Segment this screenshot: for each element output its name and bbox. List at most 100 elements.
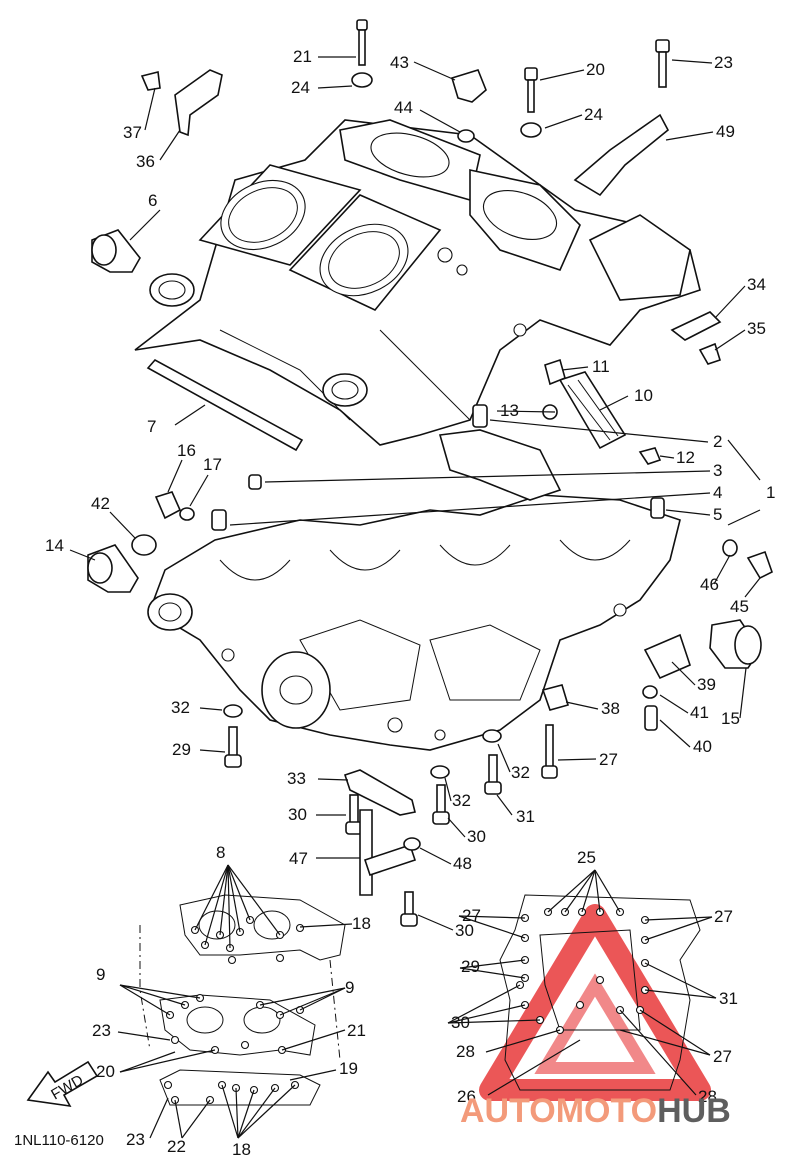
lower-crankcase <box>147 429 681 751</box>
bolt-hole <box>295 923 305 933</box>
callout-l5: 5 <box>713 505 722 524</box>
leader-line <box>235 1087 239 1139</box>
leader-line <box>237 1089 255 1139</box>
leader-line <box>564 869 596 913</box>
leader-line <box>594 869 621 913</box>
upper-crankcase <box>134 119 701 446</box>
leader-line <box>174 404 206 426</box>
leader-line <box>119 984 171 1016</box>
leader-line <box>447 984 521 1024</box>
callout-l12: 12 <box>676 448 695 467</box>
callout-l16: 16 <box>177 441 196 460</box>
callout-l30a: 30 <box>288 805 307 824</box>
leader-lines <box>69 56 761 1139</box>
leader-line <box>119 1051 176 1073</box>
callout-l4: 4 <box>713 483 722 502</box>
callout-l7: 7 <box>147 417 156 436</box>
callout-l27a: 27 <box>599 750 618 769</box>
leader-line <box>419 847 452 865</box>
callout-l32b: 32 <box>511 763 530 782</box>
callout-l46: 46 <box>700 575 719 594</box>
leader-line <box>227 864 241 933</box>
leader-line <box>599 395 629 411</box>
callout-l21a: 21 <box>293 47 312 66</box>
callout-l21b: 21 <box>347 1021 366 1040</box>
leader-line <box>219 864 229 936</box>
callout-l47: 47 <box>289 849 308 868</box>
callout-l29a: 29 <box>172 740 191 759</box>
callout-l23a: 23 <box>714 53 733 72</box>
callout-l35: 35 <box>747 319 766 338</box>
callout-l33: 33 <box>287 769 306 788</box>
callout-l23c: 23 <box>126 1130 145 1149</box>
callout-l27c: 27 <box>714 907 733 926</box>
callout-l24b: 24 <box>584 105 603 124</box>
leader-line <box>539 69 585 81</box>
leader-line <box>561 366 589 371</box>
leader-line <box>496 794 513 816</box>
bolt-hole <box>595 975 605 985</box>
leader-line <box>413 61 456 81</box>
leader-line <box>485 1029 561 1053</box>
callout-l27d: 27 <box>713 1047 732 1066</box>
leader-line <box>317 778 349 781</box>
leader-line <box>644 916 713 941</box>
callout-l20a: 20 <box>586 60 605 79</box>
leader-line <box>237 1084 296 1139</box>
leader-line <box>459 967 526 979</box>
leader-line <box>644 916 713 921</box>
leader-line <box>489 419 709 443</box>
leader-line <box>174 1099 183 1139</box>
leader-line <box>149 1097 169 1139</box>
leader-line <box>713 554 731 585</box>
watermark-auto: AUTO <box>460 1092 556 1130</box>
leader-line <box>497 743 511 773</box>
leader-line <box>264 470 711 483</box>
callout-l31a: 31 <box>516 807 535 826</box>
callout-l27b: 27 <box>462 906 481 925</box>
leader-line <box>594 869 601 913</box>
leader-line <box>189 474 209 507</box>
leader-line <box>237 1087 276 1139</box>
leader-line <box>227 864 281 936</box>
leader-line <box>159 129 181 161</box>
leader-line <box>547 869 596 913</box>
callout-l40: 40 <box>693 737 712 756</box>
leader-line <box>299 923 353 928</box>
callout-l24a: 24 <box>291 78 310 97</box>
leader-line <box>458 915 526 939</box>
leader-line <box>279 987 346 1016</box>
leader-line <box>544 114 583 129</box>
fwd-arrow-icon: FWD <box>26 1060 99 1108</box>
bolt-hole <box>227 955 237 965</box>
leader-line <box>739 667 747 719</box>
leader-line <box>665 131 714 141</box>
leader-line <box>221 1084 239 1139</box>
leader-line <box>557 758 597 761</box>
leader-line <box>199 749 226 753</box>
callout-l18b: 18 <box>232 1140 251 1159</box>
callout-l26: 26 <box>457 1087 476 1106</box>
callout-l25: 25 <box>577 848 596 867</box>
callout-l6: 6 <box>148 191 157 210</box>
leader-line <box>744 577 761 598</box>
callout-l22: 22 <box>167 1137 186 1156</box>
leader-line <box>665 509 711 516</box>
leader-line <box>671 661 696 686</box>
callout-l37: 37 <box>123 123 142 142</box>
leader-line <box>199 707 223 711</box>
callout-l42: 42 <box>91 494 110 513</box>
leader-line <box>659 719 691 748</box>
leader-line <box>181 1099 211 1139</box>
callout-l9a: 9 <box>96 965 105 984</box>
leader-line <box>119 1049 216 1073</box>
leader-line <box>496 410 556 413</box>
callout-l34: 34 <box>747 275 766 294</box>
callout-l36: 36 <box>136 152 155 171</box>
leader-line <box>419 109 461 133</box>
leader-line <box>317 85 353 89</box>
bolt-hole <box>163 1080 173 1090</box>
callout-l1: 1 <box>766 483 775 502</box>
callout-l10: 10 <box>634 386 653 405</box>
